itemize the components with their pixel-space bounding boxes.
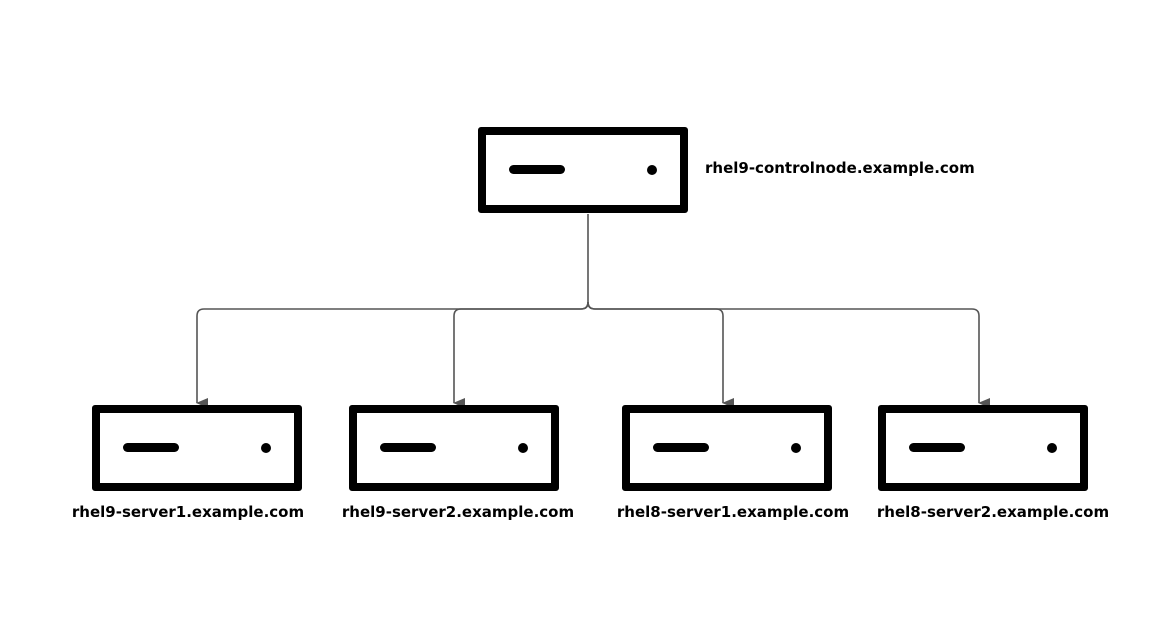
server-icon: [92, 405, 302, 491]
drive-slot: [123, 443, 179, 452]
power-led: [1047, 443, 1057, 453]
power-led: [647, 165, 657, 175]
drive-slot: [653, 443, 709, 452]
managed-node-label: rhel8-server2.example.com: [876, 503, 1110, 521]
server-icon: [478, 127, 688, 213]
server-icon: [878, 405, 1088, 491]
managed-node-label: rhel9-server2.example.com: [341, 503, 575, 521]
power-led: [518, 443, 528, 453]
server-icon: [349, 405, 559, 491]
connector-to-rhel8-server2: [587, 301, 990, 408]
drive-slot: [509, 165, 565, 174]
control-node-label: rhel9-controlnode.example.com: [705, 159, 975, 177]
power-led: [791, 443, 801, 453]
drive-slot: [380, 443, 436, 452]
managed-node-label: rhel8-server1.example.com: [616, 503, 850, 521]
connector-to-rhel9-server2: [453, 301, 589, 408]
server-icon: [622, 405, 832, 491]
power-led: [261, 443, 271, 453]
managed-node-label: rhel9-server1.example.com: [71, 503, 305, 521]
connector-to-rhel8-server1: [587, 301, 734, 408]
drive-slot: [909, 443, 965, 452]
